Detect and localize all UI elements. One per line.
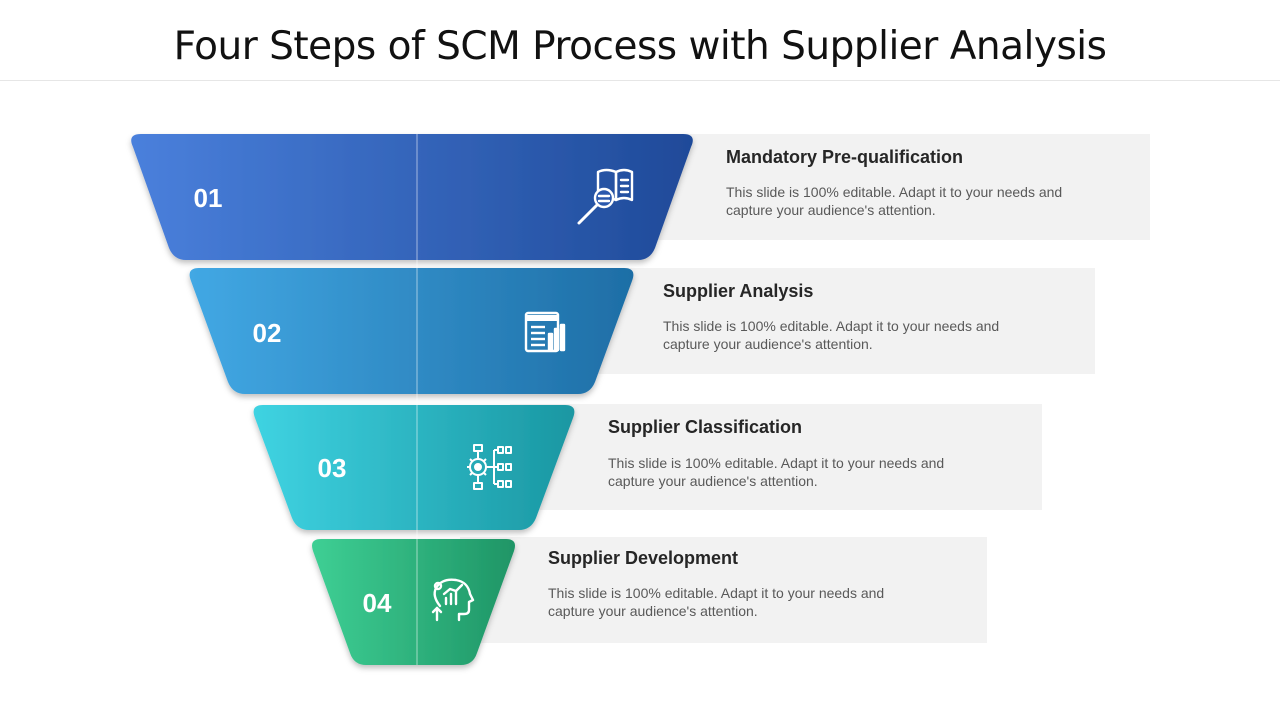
funnel-step-2: 02 xyxy=(189,268,634,394)
step-3-description: This slide is 100% editable. Adapt it to… xyxy=(608,455,945,489)
book-magnifier-icon xyxy=(577,168,634,225)
step-1-shape xyxy=(131,134,693,260)
head-growth-icon xyxy=(431,578,475,622)
step-1-description: This slide is 100% editable. Adapt it to… xyxy=(726,184,1063,218)
step-4-description: This slide is 100% editable. Adapt it to… xyxy=(548,585,885,619)
step-3-number: 03 xyxy=(318,453,347,483)
title-divider xyxy=(0,80,1280,81)
funnel-step-4: 04 xyxy=(312,539,515,665)
step-2-shape xyxy=(189,268,634,394)
funnel-step-1: 01 xyxy=(131,134,693,260)
step-3-shape xyxy=(253,405,575,530)
step-2-description: This slide is 100% editable. Adapt it to… xyxy=(663,318,1000,352)
step-3-heading: Supplier Classification xyxy=(608,417,803,437)
step-3-panel: Supplier Classification This slide is 10… xyxy=(510,404,1042,510)
funnel-step-3: 03 xyxy=(253,405,575,530)
step-2-panel: Supplier Analysis This slide is 100% edi… xyxy=(560,268,1095,374)
report-chart-icon xyxy=(524,311,566,353)
step-2-number: 02 xyxy=(253,318,282,348)
step-4-heading: Supplier Development xyxy=(548,548,739,568)
gear-hierarchy-icon xyxy=(467,444,512,490)
step-1-number: 01 xyxy=(194,183,223,213)
step-1-heading: Mandatory Pre-qualification xyxy=(726,147,964,167)
step-4-number: 04 xyxy=(363,588,392,618)
slide-title: Four Steps of SCM Process with Supplier … xyxy=(173,24,1107,69)
step-1-panel: Mandatory Pre-qualification This slide i… xyxy=(600,134,1150,240)
step-4-panel: Supplier Development This slide is 100% … xyxy=(460,537,987,643)
step-2-heading: Supplier Analysis xyxy=(663,281,814,301)
step-4-shape xyxy=(312,539,515,665)
